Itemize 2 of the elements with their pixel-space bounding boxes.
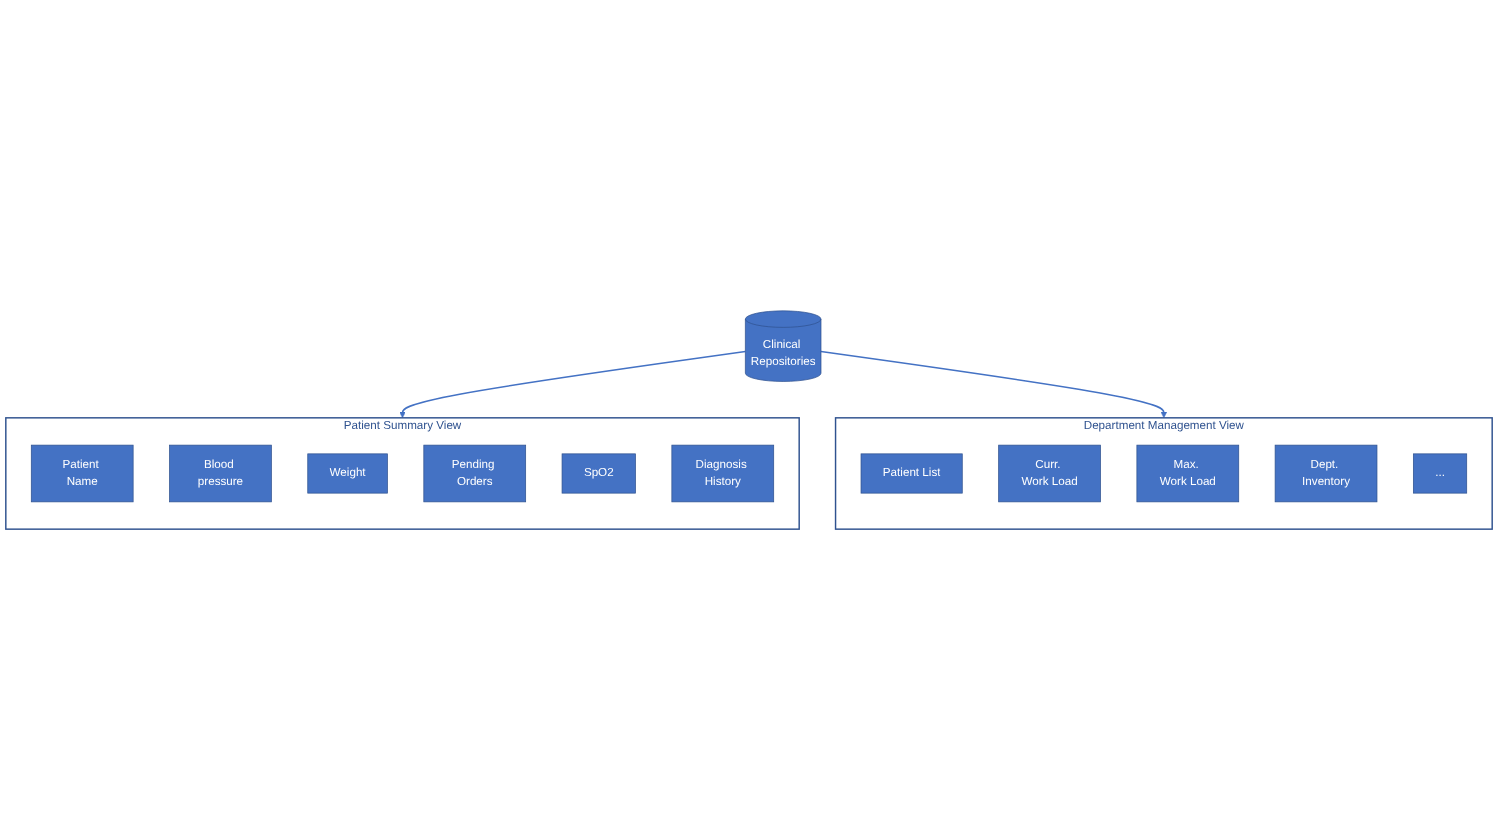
arrow [820, 350, 1168, 419]
arrow [399, 350, 747, 419]
